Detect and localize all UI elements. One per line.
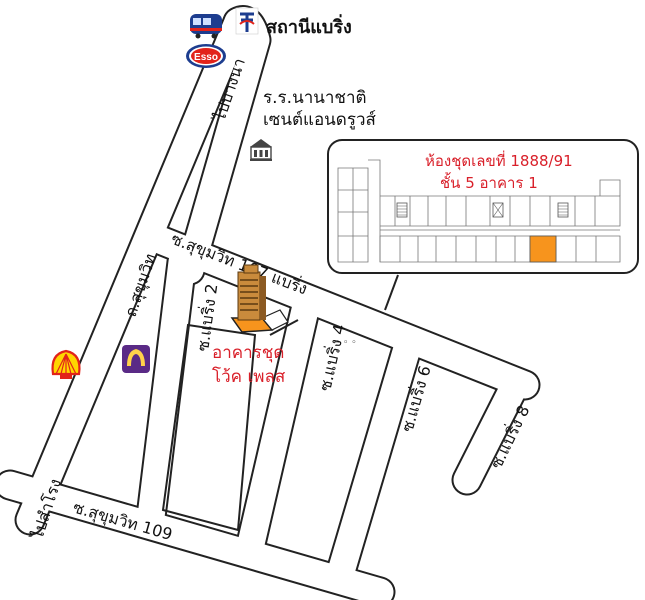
bts-train-icon [190, 14, 222, 39]
floor-plan-frame [327, 139, 639, 274]
highlighted-unit [529, 235, 557, 263]
road-bearing-4 [236, 296, 319, 562]
esso-label: Esso [194, 52, 218, 63]
shell-logo-icon [51, 349, 81, 379]
road-bearing-6 [326, 331, 422, 589]
bank-logo-icon [122, 345, 150, 373]
plan-pointer-road [384, 274, 399, 311]
faint-marker-1: ◦ ◦ ◦ [335, 338, 357, 348]
station-area: สถานีแบริ่ง Esso [186, 7, 352, 68]
road-label-bearing-4: ซ.แบริ่ง 4 [313, 322, 349, 393]
road-label-bearing-2: ซ.แบริ่ง 2 [191, 282, 221, 352]
school-area: ร.ร.นานาชาติ เซนต์แอนดรูวส์ [250, 88, 377, 161]
condo-name-line2: โว้ค เพลส [212, 366, 286, 387]
station-name: สถานีแบริ่ง [266, 14, 352, 38]
floor-plan-panel: ห้องชุดเลขที่ 1888/91 ชั้น 5 อาคาร 1 [327, 139, 639, 274]
lot-left [161, 323, 257, 532]
floor-plan-unit-number: ห้องชุดเลขที่ 1888/91 [425, 150, 573, 171]
school-building-icon [250, 139, 272, 161]
school-name-line1: ร.ร.นานาชาติ [263, 88, 367, 108]
floor-plan-floor-building: ชั้น 5 อาคาร 1 [440, 172, 538, 192]
road-sukhumvit [16, 8, 252, 534]
road-bearing-2 [136, 248, 196, 539]
lot-middle [269, 319, 299, 336]
road-bearing-8 [453, 371, 529, 494]
lot-outlines [161, 319, 299, 532]
esso-logo-icon: Esso [186, 44, 226, 68]
road-sukhumvit-107 [146, 226, 539, 399]
condo-name-line1: อาคารชุด [212, 343, 284, 363]
road-network: ◦ ◦ ◦ [0, 5, 541, 600]
road-sukhumvit-109 [0, 471, 394, 600]
bts-logo-icon [235, 7, 259, 35]
condo-building-icon [230, 264, 289, 333]
school-name-line2: เซนต์แอนดรูวส์ [263, 110, 377, 130]
